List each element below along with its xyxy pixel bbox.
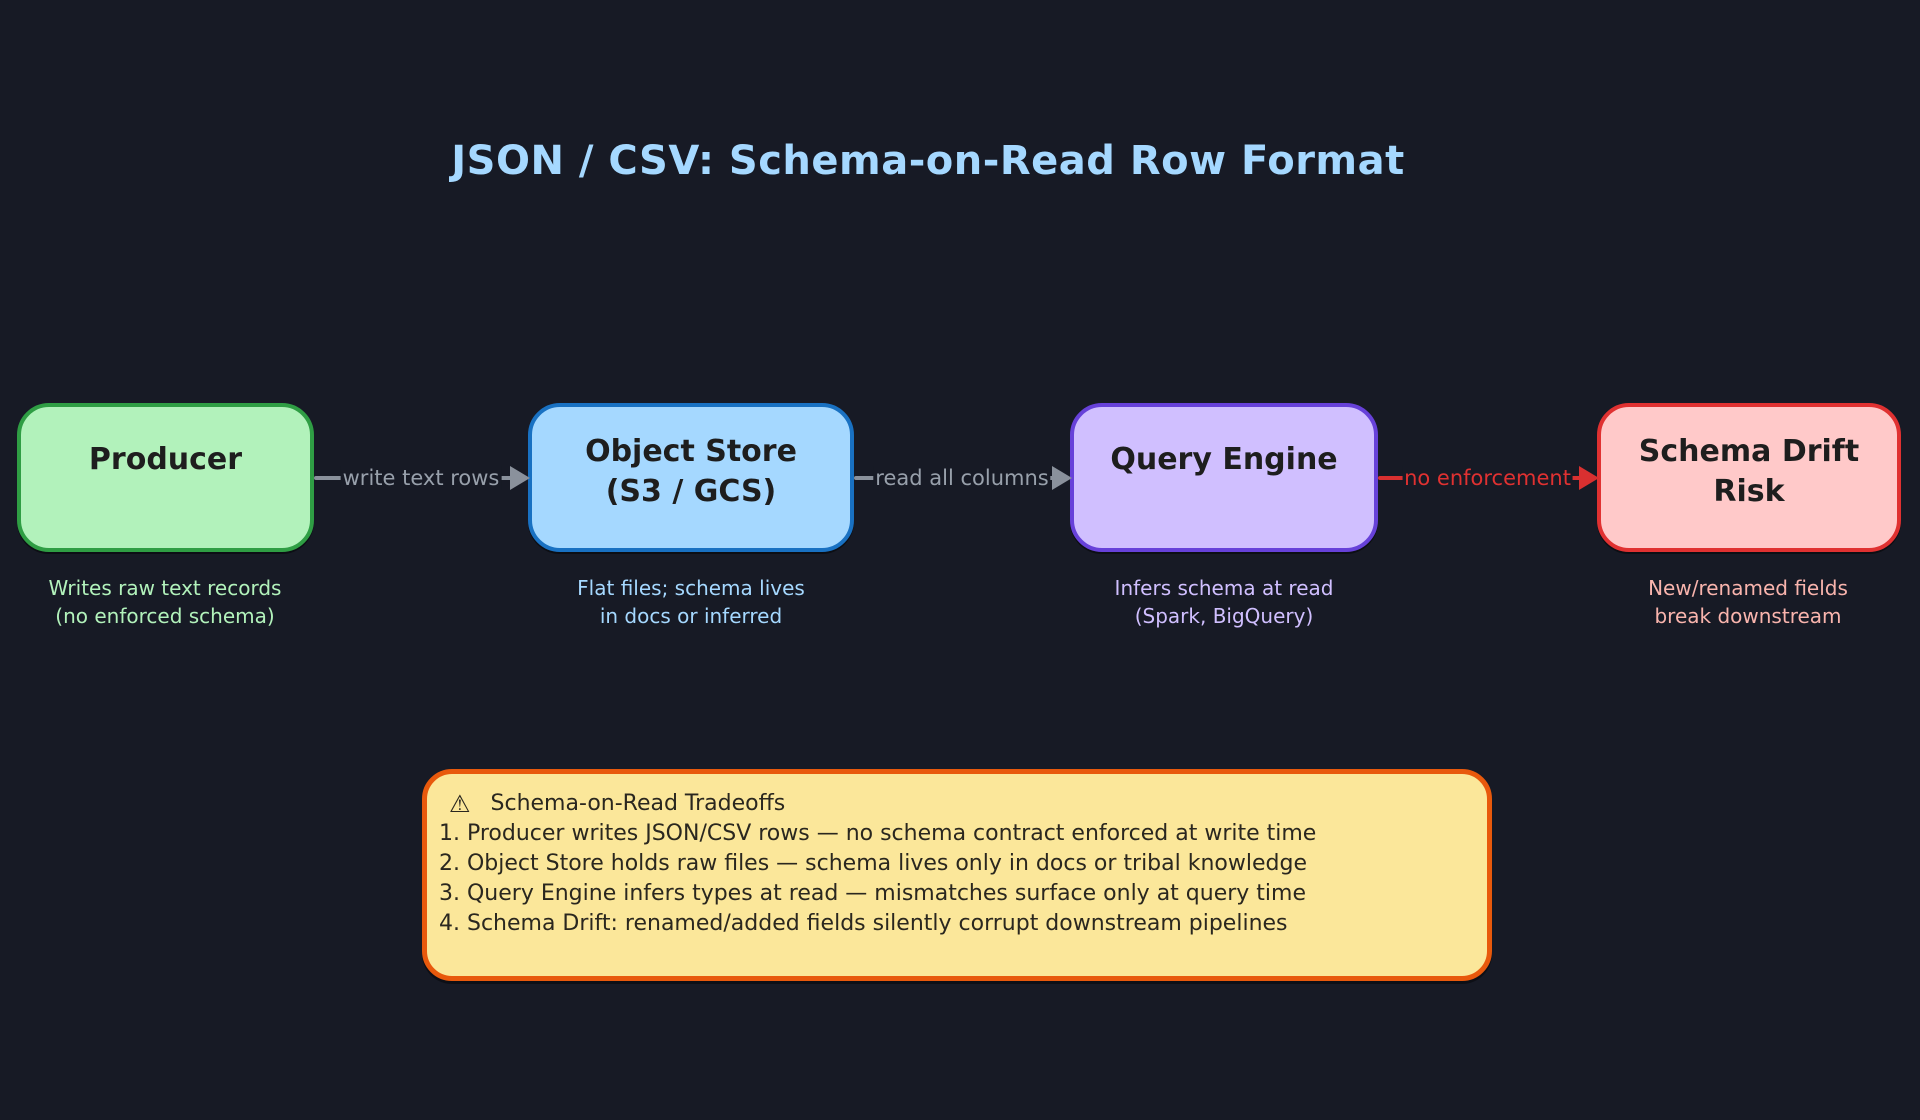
node-object-store: Object Store (S3 / GCS)	[528, 403, 854, 552]
node-schema-drift-risk: Schema Drift Risk	[1597, 403, 1901, 552]
node-query-engine: Query Engine	[1070, 403, 1378, 552]
warning-triangle-icon: ⚠	[449, 790, 471, 818]
warning-panel: ⚠ Schema-on-Read Tradeoffs 1. Producer w…	[422, 769, 1492, 981]
warning-heading: Schema-on-Read Tradeoffs	[490, 791, 786, 816]
node-schema-drift-risk-label: Schema Drift Risk	[1638, 433, 1860, 509]
arrowhead-icon	[510, 466, 530, 490]
node-object-store-caption: Flat files; schema lives in docs or infe…	[577, 576, 805, 628]
node-query-engine-label: Query Engine	[1110, 441, 1338, 477]
warning-heading-row: ⚠ Schema-on-Read Tradeoffs	[439, 789, 1469, 819]
warning-item-3: 3. Query Engine infers types at read — m…	[439, 881, 1307, 906]
arrowhead-icon	[1579, 466, 1599, 490]
arrowhead-icon	[1052, 466, 1072, 490]
warning-item-2: 2. Object Store holds raw files — schema…	[439, 851, 1307, 876]
flow-arrow-producer-to-object-store: write text rows	[314, 462, 530, 494]
flow-arrow-object-store-to-query-engine: read all columns	[854, 462, 1072, 494]
node-producer-caption: Writes raw text records (no enforced sch…	[48, 576, 282, 628]
flow-arrow-query-engine-to-schema-drift: no enforcement	[1378, 462, 1599, 494]
node-query-engine-caption: Infers schema at read (Spark, BigQuery)	[1114, 576, 1334, 628]
arrow-label: no enforcement	[1402, 466, 1573, 490]
warning-item-4: 4. Schema Drift: renamed/added fields si…	[439, 911, 1288, 936]
warning-item-1: 1. Producer writes JSON/CSV rows — no sc…	[439, 821, 1317, 846]
node-object-store-label: Object Store (S3 / GCS)	[585, 433, 797, 509]
node-producer-label: Producer	[88, 441, 243, 477]
arrow-label: read all columns	[873, 466, 1051, 490]
diagram-title: JSON / CSV: Schema-on-Read Row Format	[451, 138, 1405, 184]
node-producer: Producer	[17, 403, 314, 552]
arrow-label: write text rows	[340, 466, 502, 490]
node-schema-drift-risk-caption: New/renamed fields break downstream	[1648, 576, 1848, 628]
